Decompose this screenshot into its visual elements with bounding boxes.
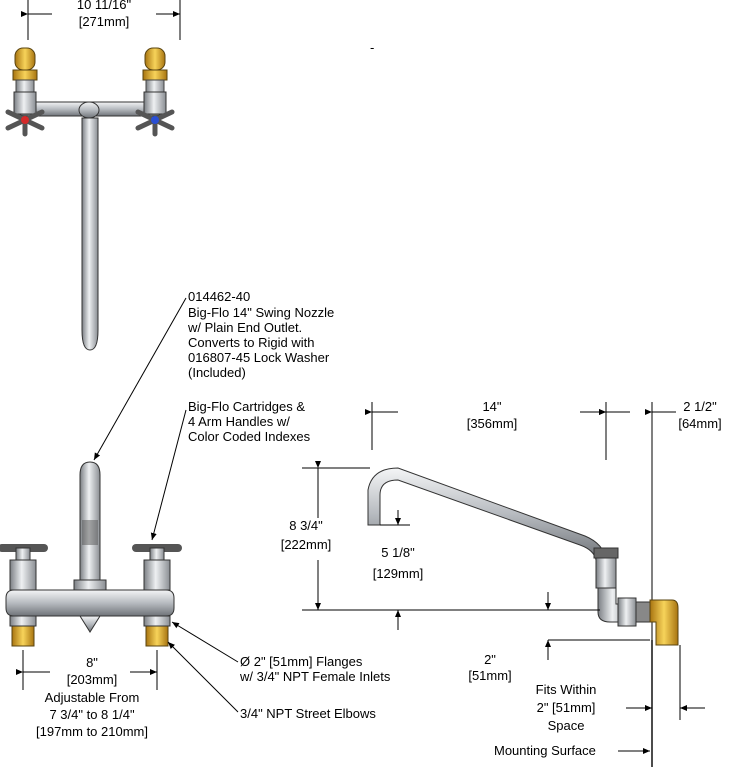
height-in: 8 3/4" — [289, 518, 323, 533]
svg-text:Big-Flo Cartridges &: Big-Flo Cartridges & — [188, 399, 305, 414]
front-handle-hot — [0, 544, 48, 561]
top-inlet-left — [12, 47, 38, 93]
top-width-mm: [271mm] — [79, 14, 130, 29]
svg-text:7 3/4" to 8 1/4": 7 3/4" to 8 1/4" — [49, 707, 135, 722]
clear-mm: [129mm] — [373, 566, 424, 581]
side-elbow — [649, 599, 679, 646]
top-handle-cold — [135, 109, 175, 137]
svg-text:-: - — [370, 40, 374, 55]
mounting-surface-label: Mounting Surface — [494, 743, 596, 758]
svg-text:w/ 3/4" NPT Female Inlets: w/ 3/4" NPT Female Inlets — [239, 669, 391, 684]
inlet-mm: [51mm] — [468, 668, 511, 683]
svg-text:(Included): (Included) — [188, 365, 246, 380]
callout-flanges: Ø 2" [51mm] Flanges w/ 3/4" NPT Female I… — [171, 621, 391, 684]
front-elbow-left — [11, 623, 35, 647]
svg-text:Color Coded Indexes: Color Coded Indexes — [188, 429, 311, 444]
inlet-in: 2" — [484, 652, 496, 667]
callout-cartridges: Big-Flo Cartridges & 4 Arm Handles w/ Co… — [150, 399, 311, 541]
offset-mm: [64mm] — [678, 416, 721, 431]
reach-mm: [356mm] — [467, 416, 518, 431]
offset-in: 2 1/2" — [683, 399, 717, 414]
reach-in: 14" — [482, 399, 501, 414]
svg-text:w/ Plain End Outlet.: w/ Plain End Outlet. — [187, 320, 302, 335]
callout-nozzle: 014462-40 Big-Flo 14" Swing Nozzle w/ Pl… — [93, 289, 334, 461]
front-elbow-right — [145, 623, 169, 647]
front-view: 8" [203mm] Adjustable From 7 3/4" to 8 1… — [0, 461, 182, 739]
top-view: 10 11/16" [271mm] — [5, 0, 181, 351]
svg-text:Converts to Rigid with: Converts to Rigid with — [188, 335, 314, 350]
svg-text:Adjustable From: Adjustable From — [45, 690, 140, 705]
clear-in: 5 1/8" — [381, 545, 415, 560]
front-handle-cold — [132, 544, 182, 561]
side-view: 14" [356mm] 2 1/2" [64mm] 8 3/4" [222mm]… — [281, 399, 722, 767]
svg-text:016807-45 Lock Washer: 016807-45 Lock Washer — [188, 350, 330, 365]
center-mm: [203mm] — [67, 672, 118, 687]
center-in: 8" — [86, 655, 98, 670]
top-spout — [81, 117, 99, 351]
top-inlet-right — [142, 47, 168, 93]
svg-text:4 Arm Handles w/: 4 Arm Handles w/ — [188, 414, 290, 429]
svg-text:014462-40: 014462-40 — [188, 289, 250, 304]
callout-elbows: 3/4" NPT Street Elbows — [167, 641, 376, 721]
svg-text:Space: Space — [548, 718, 585, 733]
svg-text:3/4" NPT Street Elbows: 3/4" NPT Street Elbows — [240, 706, 376, 721]
top-width-in: 10 11/16" — [77, 0, 132, 12]
svg-text:Ø 2" [51mm] Flanges: Ø 2" [51mm] Flanges — [240, 654, 363, 669]
svg-text:Fits Within: Fits Within — [536, 682, 597, 697]
top-handle-hot — [5, 109, 45, 137]
svg-text:Big-Flo 14" Swing Nozzle: Big-Flo 14" Swing Nozzle — [188, 305, 334, 320]
height-mm: [222mm] — [281, 537, 332, 552]
svg-text:2" [51mm]: 2" [51mm] — [537, 700, 596, 715]
svg-text:[197mm to 210mm]: [197mm to 210mm] — [36, 724, 148, 739]
